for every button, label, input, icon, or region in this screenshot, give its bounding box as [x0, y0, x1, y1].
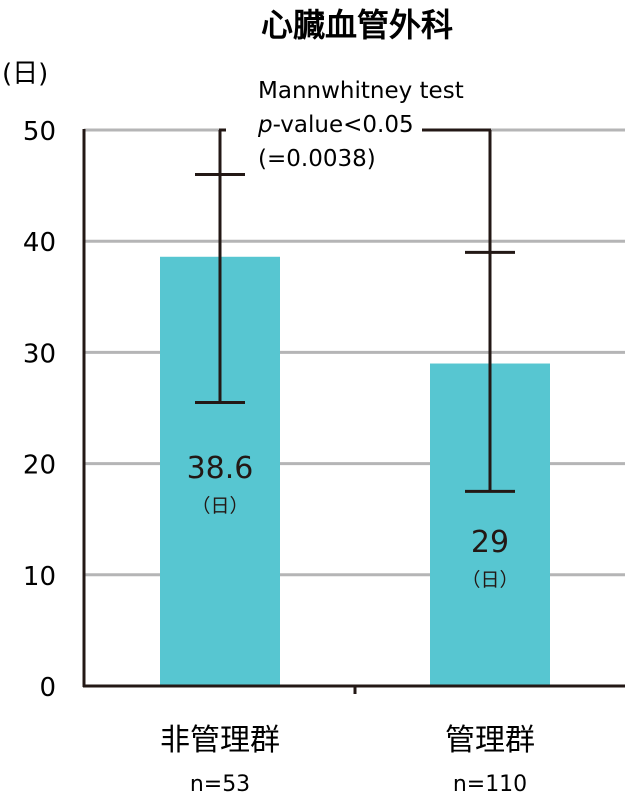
sample-size-label: n=53 [190, 772, 250, 795]
bar-value-unit: （日） [191, 495, 248, 517]
annotation-exact-p: (=0.0038) [258, 146, 376, 172]
y-tick-label: 10 [23, 562, 56, 592]
x-category-label: 非管理群 [160, 723, 280, 758]
annotation-p-symbol: p [257, 112, 273, 138]
bar-value-label: 29 [471, 525, 509, 560]
x-category-labels: 非管理群 n=53 管理群 n=110 [160, 723, 535, 795]
y-tick-label: 30 [23, 339, 56, 369]
annotation-test-name: Mannwhitney test [258, 78, 464, 104]
value-labels: 38.6 （日） 29 （日） [187, 451, 519, 591]
y-tick-label: 0 [39, 673, 56, 703]
y-tick-label: 20 [23, 451, 56, 481]
bar-value-unit: （日） [461, 569, 518, 591]
chart-title: 心臓血管外科 [261, 6, 453, 44]
annotation-p-value: p-value<0.05 [257, 112, 414, 138]
bar-value-label: 38.6 [187, 451, 254, 486]
y-axis-unit: (日) [2, 59, 48, 89]
y-tick-labels: 0 10 20 30 40 50 [23, 117, 56, 703]
annotation-p-threshold: -value<0.05 [273, 112, 414, 138]
y-tick-label: 50 [23, 117, 56, 147]
y-tick-label: 40 [23, 228, 56, 258]
x-category-label: 管理群 [445, 723, 535, 758]
axes [82, 129, 625, 694]
annotation-background [226, 110, 422, 144]
sample-size-label: n=110 [453, 772, 527, 795]
